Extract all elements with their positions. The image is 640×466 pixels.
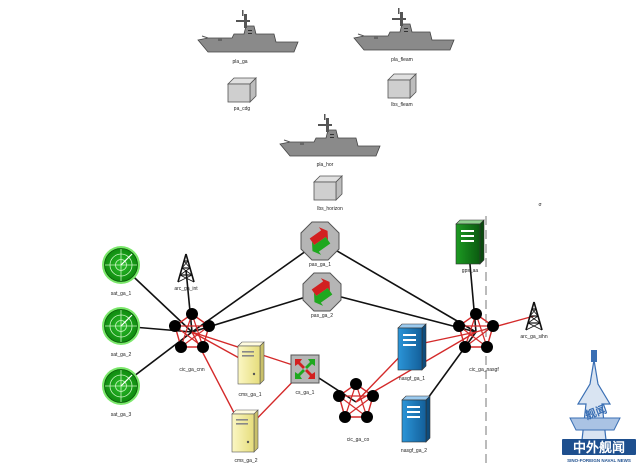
ship-right-label: pla_fleam — [391, 57, 413, 63]
box-icon — [227, 77, 257, 103]
box-icon — [313, 175, 343, 201]
server-yellow-2-label: cms_ga_2 — [234, 458, 257, 464]
server-top — [237, 341, 265, 347]
radar-2[interactable] — [101, 306, 141, 346]
watermark-logo: 舰闻 中外舰闻 SINO-FOREIGN NAVAL NEWS — [562, 350, 636, 463]
antenna-left-label: arc_ga_int — [174, 286, 198, 292]
ship-icon — [197, 9, 299, 53]
ship-left-label: pla_ga — [232, 59, 247, 65]
antenna-right[interactable] — [525, 301, 543, 331]
box-right[interactable] — [387, 73, 417, 99]
server-blue-1[interactable] — [397, 323, 427, 371]
router-mid-label: pas_ga_2 — [311, 313, 333, 319]
radar-1-label: sat_ga_1 — [111, 291, 132, 297]
router-icon — [300, 221, 340, 261]
server-side — [479, 219, 485, 265]
stray-mark: σ — [538, 202, 542, 208]
server-green[interactable] — [455, 219, 485, 265]
ship-icon — [353, 7, 455, 51]
watermark-subtitle: SINO-FOREIGN NAVAL NEWS — [567, 458, 631, 463]
ship-center[interactable] — [279, 113, 381, 157]
box-left-label: pa_cdg — [234, 106, 251, 112]
server-side — [425, 395, 431, 443]
server-top — [455, 219, 485, 225]
router-mid[interactable] — [302, 272, 342, 312]
server-yellow-2[interactable] — [231, 409, 259, 453]
antenna-icon — [525, 301, 543, 331]
server-top — [397, 323, 427, 329]
box-icon — [387, 73, 417, 99]
server-top — [401, 395, 431, 401]
server-blue-2[interactable] — [401, 395, 431, 443]
box-center[interactable] — [313, 175, 343, 201]
server-yellow-1-label: cms_ga_1 — [238, 392, 261, 398]
server-side — [259, 341, 265, 385]
server-top — [231, 409, 259, 415]
antenna-right-label: arc_ga_sihn — [520, 334, 547, 340]
ship-right[interactable] — [353, 7, 455, 51]
radar-icon — [101, 245, 141, 285]
radar-1[interactable] — [101, 245, 141, 285]
radar-icon — [101, 366, 141, 406]
box-left[interactable] — [227, 77, 257, 103]
link-antenna-left-cluster-left — [185, 269, 193, 333]
box-right-label: lbs_fleam — [391, 102, 412, 108]
cluster-right-label: cic_ga_nasgf — [469, 367, 499, 373]
router-low-label: cs_ga_1 — [296, 390, 315, 396]
radar-3-label: sat_ga_3 — [111, 412, 132, 418]
link-router-top-cluster-left — [191, 240, 321, 333]
server-green-label: gps_aa — [462, 268, 479, 274]
ship-icon — [279, 113, 381, 157]
antenna-left[interactable] — [177, 253, 195, 283]
cluster-center-label: cic_ga_co — [347, 437, 370, 443]
box-center-label: lbs_horizon — [317, 206, 343, 212]
router-low[interactable] — [290, 354, 320, 384]
router-top-label: pas_ga_1 — [309, 262, 331, 268]
server-side — [421, 323, 427, 371]
router-icon — [302, 272, 342, 312]
server-side — [253, 409, 259, 453]
ship-center-label: pla_hor — [317, 162, 334, 168]
cluster-left-label: cic_ga_cnn — [179, 367, 205, 373]
ship-left[interactable] — [197, 9, 299, 53]
radar-icon — [101, 306, 141, 346]
watermark-title: 中外舰闻 — [573, 440, 625, 456]
link-router-top-cluster-right — [319, 240, 477, 333]
router-top[interactable] — [300, 221, 340, 261]
link-router-mid-cluster-right — [321, 291, 477, 333]
switch-icon — [290, 354, 320, 384]
antenna-icon — [177, 253, 195, 283]
radar-3[interactable] — [101, 366, 141, 406]
server-yellow-1[interactable] — [237, 341, 265, 385]
server-blue-2-label: nasgf_ga_2 — [401, 448, 427, 454]
radar-2-label: sat_ga_2 — [111, 352, 132, 358]
server-blue-1-label: nasgf_ga_1 — [399, 376, 425, 382]
